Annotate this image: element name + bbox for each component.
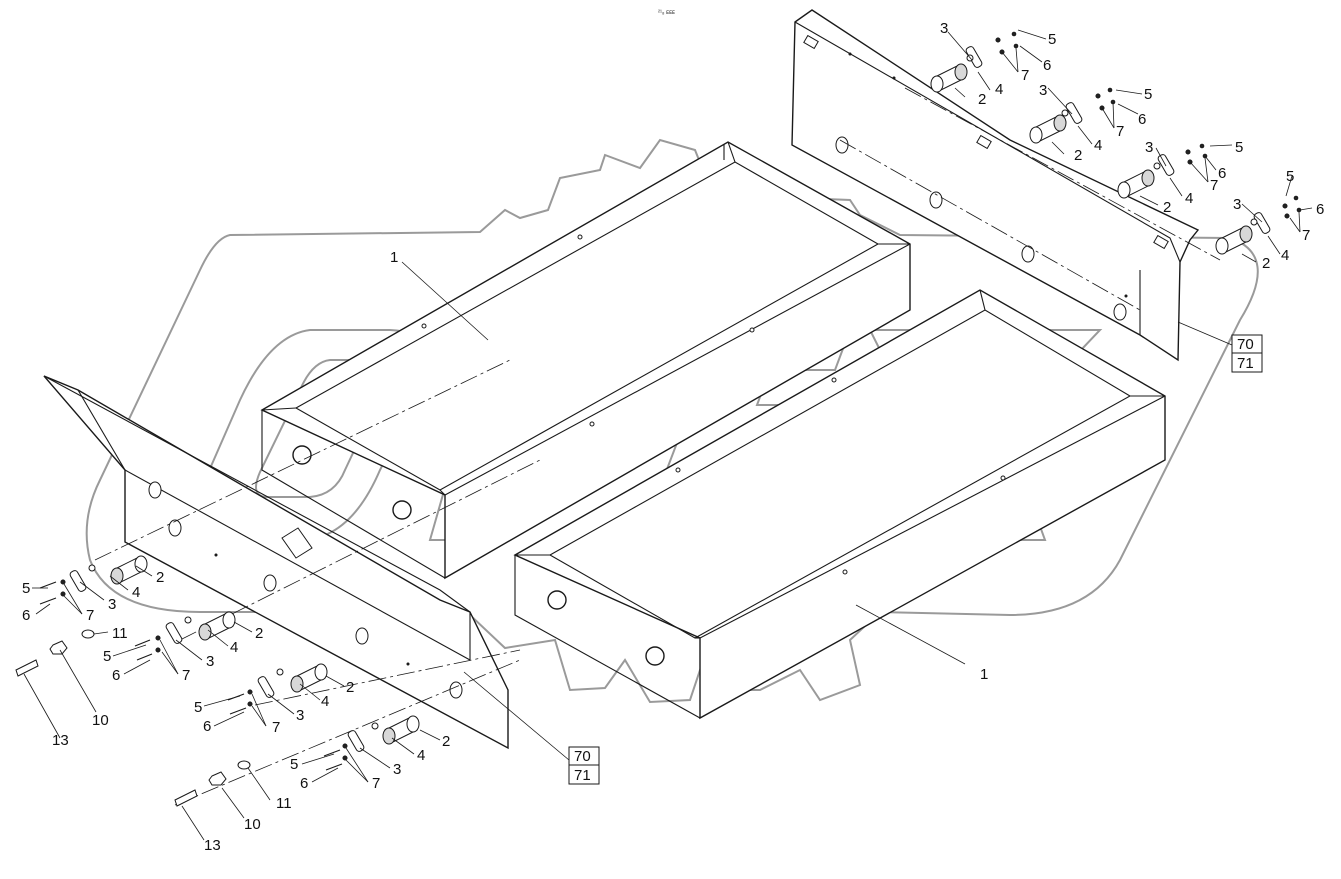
callout-4: 4 xyxy=(1281,247,1289,264)
centerline-lower-2 xyxy=(179,459,541,641)
centerline-lower-3 xyxy=(254,649,521,706)
callout-10: 10 xyxy=(92,712,109,729)
callout-3: 3 xyxy=(1039,82,1047,99)
callout-6: 6 xyxy=(1218,165,1226,182)
callout-13: 13 xyxy=(204,837,221,854)
centerline-lower-4 xyxy=(174,659,521,806)
reference-box-upper: 70 71 xyxy=(1231,334,1263,373)
callout-1-upper: 1 xyxy=(390,249,398,266)
callout-7: 7 xyxy=(182,667,190,684)
bushing-group-upper xyxy=(930,31,1302,255)
callout-4: 4 xyxy=(1094,137,1102,154)
callout-13: 13 xyxy=(52,732,69,749)
ref-box-lower-bottom: 71 xyxy=(574,767,591,784)
callout-7: 7 xyxy=(86,607,94,624)
callout-2: 2 xyxy=(1074,147,1082,164)
callout-4: 4 xyxy=(321,693,329,710)
callout-2: 2 xyxy=(1262,255,1270,272)
callout-7: 7 xyxy=(372,775,380,792)
callout-6: 6 xyxy=(203,718,211,735)
callout-2: 2 xyxy=(1163,199,1171,216)
callout-4: 4 xyxy=(995,81,1003,98)
callout-2: 2 xyxy=(346,679,354,696)
callout-3: 3 xyxy=(108,596,116,613)
callout-3: 3 xyxy=(206,653,214,670)
callout-5: 5 xyxy=(1048,31,1056,48)
centerline-upper xyxy=(904,87,1221,261)
ballast-box-upper xyxy=(260,141,911,580)
callout-7: 7 xyxy=(1021,67,1029,84)
callout-7: 7 xyxy=(1302,227,1310,244)
callout-3: 3 xyxy=(940,20,948,37)
leader-lines xyxy=(23,29,1313,841)
callout-4: 4 xyxy=(1185,190,1193,207)
rear-plate xyxy=(791,9,1200,362)
ref-box-lower-top: 70 xyxy=(574,748,591,765)
callout-6: 6 xyxy=(300,775,308,792)
callout-5: 5 xyxy=(22,580,30,597)
callout-3: 3 xyxy=(393,761,401,778)
callout-3: 3 xyxy=(1145,139,1153,156)
callout-6: 6 xyxy=(112,667,120,684)
callout-5: 5 xyxy=(194,699,202,716)
callout-4: 4 xyxy=(230,639,238,656)
callout-2: 2 xyxy=(442,733,450,750)
front-plate xyxy=(43,375,509,750)
callout-11: 11 xyxy=(276,795,292,812)
callout-5: 5 xyxy=(103,648,111,665)
ref-box-upper-bottom: 71 xyxy=(1237,355,1254,372)
callout-10: 10 xyxy=(244,816,261,833)
centerline-lower xyxy=(94,359,511,561)
callout-7: 7 xyxy=(1116,123,1124,140)
callout-5: 5 xyxy=(290,756,298,773)
callout-11: 11 xyxy=(112,625,128,642)
callout-7: 7 xyxy=(1210,177,1218,194)
callout-2: 2 xyxy=(978,91,986,108)
callout-2: 2 xyxy=(255,625,263,642)
callout-6: 6 xyxy=(22,607,30,624)
callout-3: 3 xyxy=(296,707,304,724)
callout-7: 7 xyxy=(272,719,280,736)
callout-5: 5 xyxy=(1144,86,1152,103)
callout-numbers: 1 1 3 5 6 7 4 2 3 5 6 7 4 2 3 5 6 7 4 2 … xyxy=(22,20,1324,854)
callout-5: 5 xyxy=(1235,139,1243,156)
callout-6: 6 xyxy=(1316,201,1324,218)
callout-6: 6 xyxy=(1138,111,1146,128)
ballast-box-lower xyxy=(513,289,1166,720)
reference-box-lower: 70 71 xyxy=(568,746,600,785)
bushing-group-lower xyxy=(15,555,420,807)
ref-box-upper-top: 70 xyxy=(1237,336,1254,353)
drawing-code: ²¹₈ ᴇᴇᴇ xyxy=(658,10,675,16)
callout-3: 3 xyxy=(1233,196,1241,213)
callout-6: 6 xyxy=(1043,57,1051,74)
callout-2: 2 xyxy=(156,569,164,586)
callout-4: 4 xyxy=(417,747,425,764)
callout-4: 4 xyxy=(132,584,140,601)
callout-5: 5 xyxy=(1286,168,1294,185)
callout-1-lower: 1 xyxy=(980,666,988,683)
